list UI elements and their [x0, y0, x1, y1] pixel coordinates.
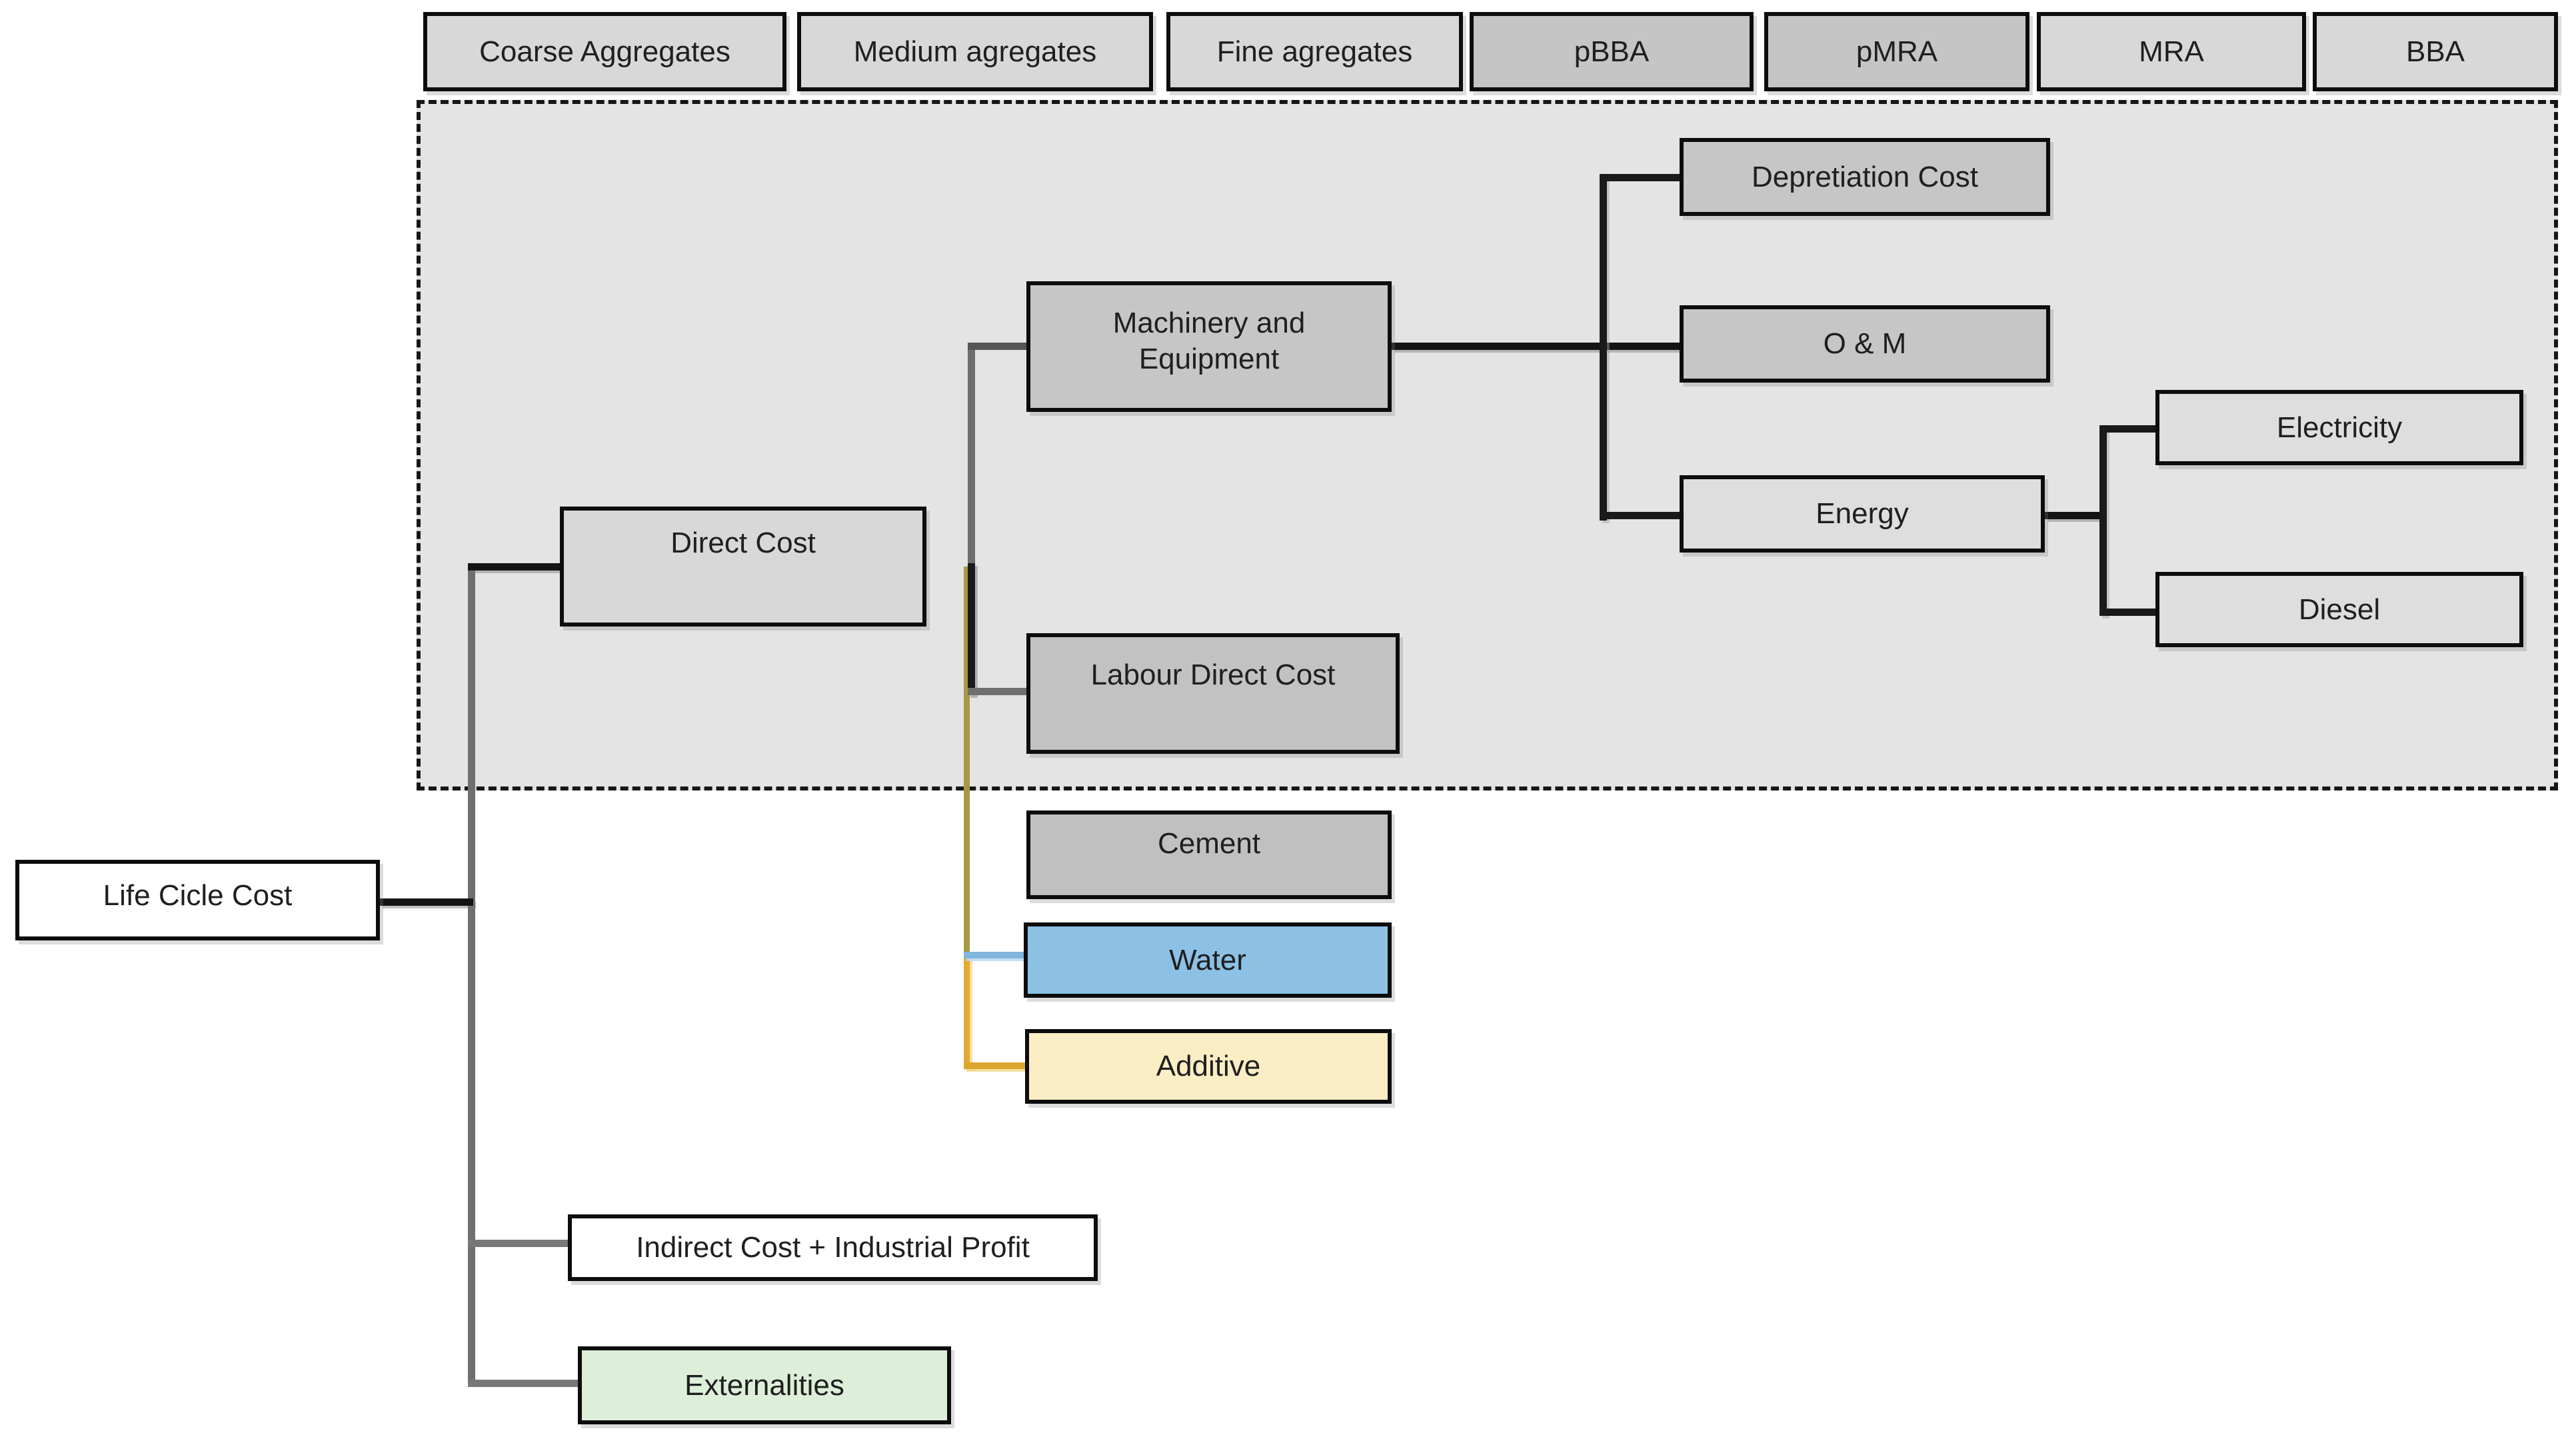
node-labour-direct-cost: Labour Direct Cost [1026, 633, 1400, 754]
depretiation-stub-line [1600, 174, 1681, 181]
node-o-and-m: O & M [1680, 305, 2050, 383]
node-cement: Cement [1026, 810, 1392, 899]
node-life-cicle-cost: Life Cicle Cost [15, 860, 380, 940]
node-electricity: Electricity [2155, 390, 2523, 465]
labour-stub-line [968, 688, 1028, 695]
additive-line-lower-line [964, 955, 970, 1068]
direct-branch-vertical-lower-line [968, 563, 975, 695]
node-coarse-aggregates: Coarse Aggregates [423, 12, 786, 91]
water-stub-line [964, 952, 1025, 958]
indirect-cost-stub-line [468, 1240, 569, 1247]
node-depretiation-cost: Depretiation Cost [1680, 138, 2050, 216]
additive-line-vertical-line [964, 567, 970, 960]
additive-stub-line [964, 1062, 1026, 1069]
direct-cost-stub-line [468, 563, 561, 571]
node-water: Water [1024, 922, 1392, 998]
machinery-branch-vertical-line [1600, 174, 1607, 521]
node-direct-cost: Direct Cost [560, 507, 926, 627]
node-machinery-and-equipment: Machinery and Equipment [1026, 281, 1392, 412]
electricity-stub-line [2099, 425, 2157, 433]
machinery-left-stub-line [968, 343, 1028, 350]
node-pbba: pBBA [1470, 12, 1754, 91]
node-medium-agregates: Medium agregates [797, 12, 1153, 91]
node-bba: BBA [2313, 12, 2558, 91]
node-additive: Additive [1025, 1029, 1392, 1104]
diesel-stub-line [2099, 609, 2157, 616]
energy-branch-vertical-line [2099, 425, 2107, 616]
node-energy: Energy [1680, 475, 2045, 553]
machinery-right-line-line [1392, 343, 1681, 350]
node-indirect-cost-industrial-profit: Indirect Cost + Industrial Profit [568, 1214, 1098, 1281]
node-fine-agregates: Fine agregates [1166, 12, 1463, 91]
main-trunk-line [468, 563, 475, 1385]
energy-stub-line [1600, 512, 1681, 519]
node-diesel: Diesel [2155, 572, 2523, 647]
direct-branch-vertical-upper-line [968, 343, 975, 571]
node-pmra: pMRA [1764, 12, 2029, 91]
life-cicle-cost-stub-line [380, 898, 473, 906]
externalities-stub-line [468, 1380, 579, 1387]
energy-right-stub-line [2045, 512, 2101, 519]
node-externalities: Externalities [578, 1346, 951, 1424]
node-mra: MRA [2037, 12, 2306, 91]
